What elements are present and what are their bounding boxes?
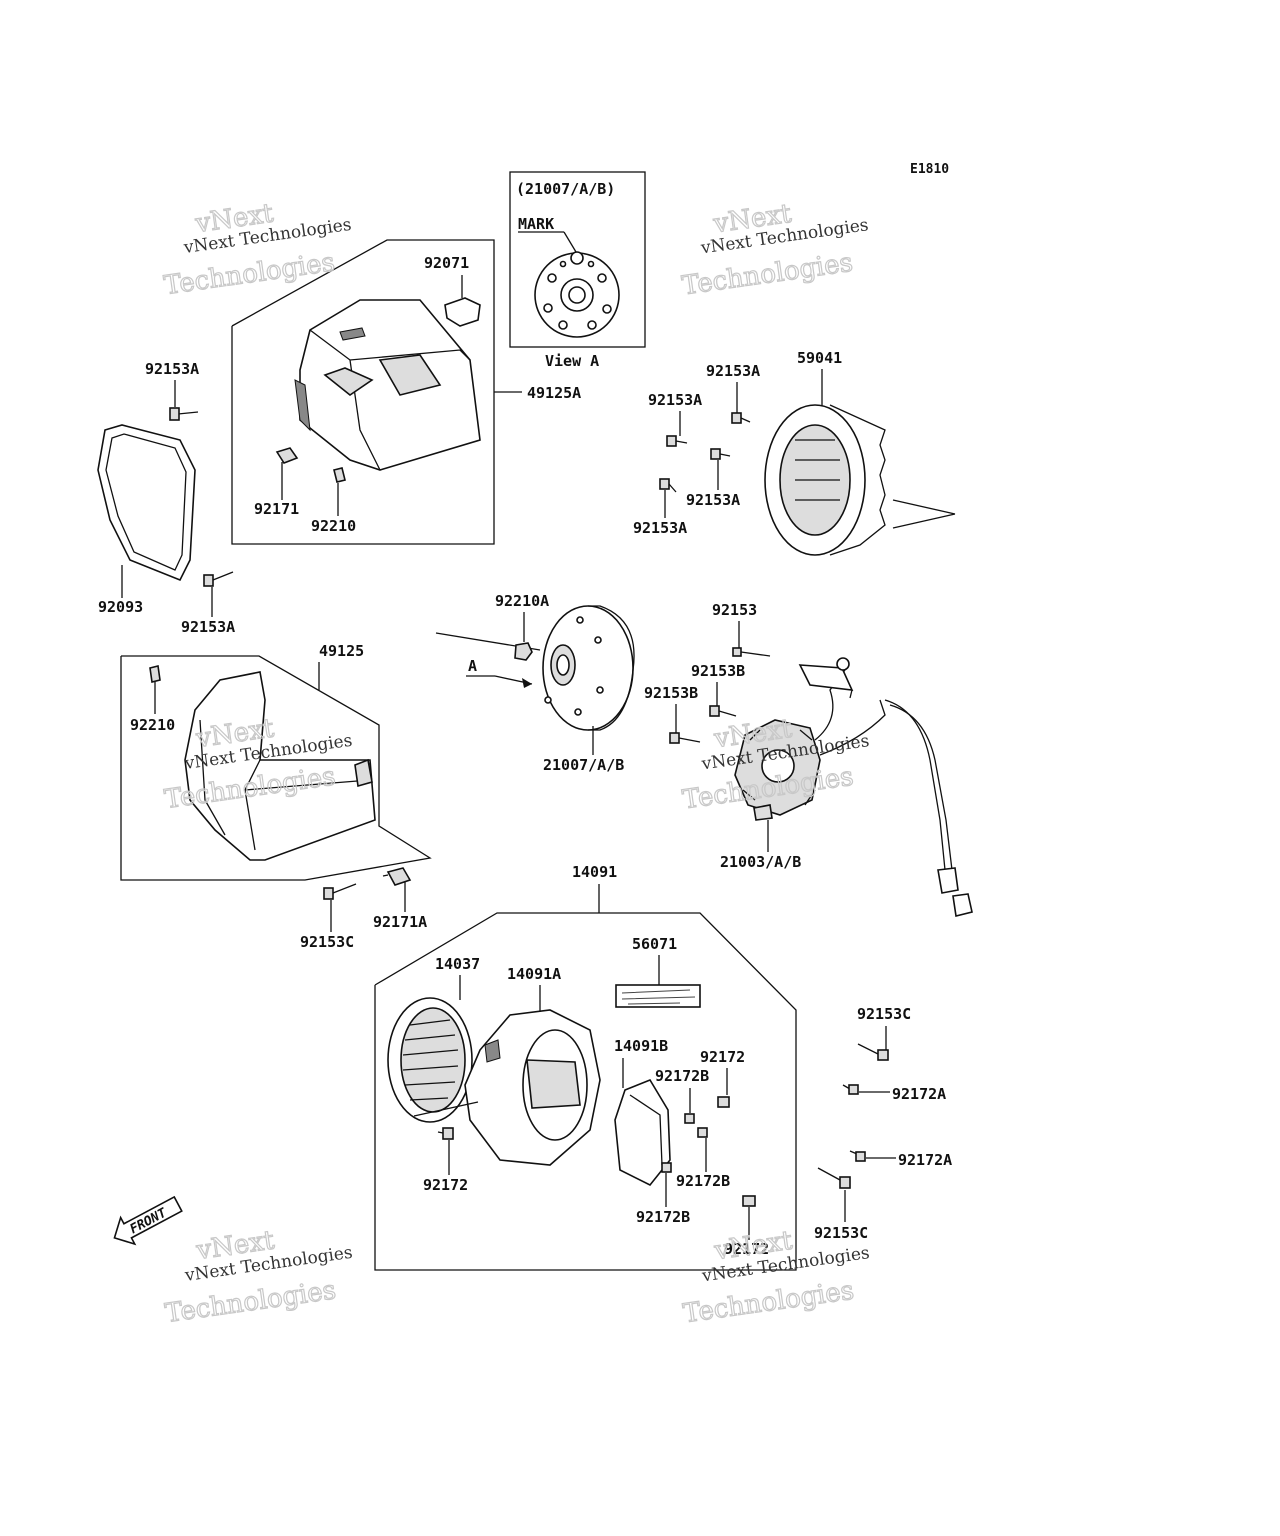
- watermark-mr: vNext vNext Technologies Technologies: [680, 713, 870, 816]
- label-92153A-left-top: 92153A: [145, 360, 199, 378]
- stator-icon: [734, 719, 821, 821]
- label-92153C-left: 92153C: [300, 933, 354, 951]
- label-92153C-r2: 92153C: [814, 1224, 868, 1242]
- bolt-icon: [817, 1167, 851, 1189]
- bolt-icon: [666, 435, 688, 447]
- label-92153: 92153: [712, 601, 757, 619]
- diagram-code: E1810: [910, 162, 949, 177]
- bolt-icon: [849, 1150, 866, 1162]
- cover-frame: [374, 912, 797, 1271]
- bolt-icon: [731, 412, 751, 424]
- detail-box-caption: View A: [545, 352, 599, 370]
- stator-group: 92153 92153B 92153B 21003/A/B: [644, 601, 973, 917]
- label-92153A-r2: 92153A: [648, 391, 702, 409]
- bolt-icon: [717, 1096, 730, 1108]
- clip-icon: [149, 665, 161, 683]
- label-92153A-r4: 92153A: [633, 519, 687, 537]
- flywheel-face-icon: [534, 251, 620, 338]
- mark-leader: [563, 231, 577, 253]
- label-14037: 14037: [435, 955, 480, 973]
- upper-shroud-group: 92071 49125A 92171 92210: [231, 239, 581, 545]
- label-plate-icon: [615, 984, 701, 1008]
- label-92172B-a: 92172B: [655, 1067, 709, 1085]
- label-92171A: 92171A: [373, 913, 427, 931]
- view-pointer: A: [468, 657, 477, 675]
- label-92210-top: 92210: [311, 517, 356, 535]
- flywheel-group: 92210A A 21007/A/B: [435, 592, 635, 774]
- bolt-icon: [710, 448, 731, 460]
- label-92153A-r1: 92153A: [706, 362, 760, 380]
- label-21003: 21003/A/B: [720, 853, 801, 871]
- bolt-icon: [684, 1113, 695, 1124]
- label-59041: 59041: [797, 349, 842, 367]
- label-14091: 14091: [572, 863, 617, 881]
- clip-icon: [275, 447, 346, 483]
- bolt-icon: [203, 571, 234, 587]
- watermark-tl: vNext vNext Technologies Technologies: [162, 198, 353, 302]
- right-bolts-group: 92153C 92172A 92172A 92153C: [814, 1005, 952, 1242]
- label-21007: 21007/A/B: [543, 756, 624, 774]
- label-92093: 92093: [98, 598, 143, 616]
- label-92172-c: 92172: [724, 1240, 769, 1258]
- detail-box: (21007/A/B) MARK View A: [509, 171, 646, 370]
- label-14091A: 14091A: [507, 965, 561, 983]
- clip-icon: [382, 867, 412, 886]
- grille-icon: [387, 997, 473, 1123]
- flywheel-icon: [542, 605, 635, 731]
- cover-group: 14091 14037 14091A 56071 14091B: [374, 863, 797, 1271]
- bolt-icon: [323, 883, 357, 900]
- gasket-group: 92093 92153A 92153A: [97, 360, 235, 636]
- watermark-bl: vNext vNext Technologies Technologies: [163, 1225, 354, 1330]
- label-92172B-c: 92172B: [636, 1208, 690, 1226]
- fan-icon: [764, 404, 886, 556]
- label-92153B-1: 92153B: [691, 662, 745, 680]
- shroud-icon: [184, 671, 376, 861]
- label-49125A: 49125A: [527, 384, 581, 402]
- lower-shroud-group: 49125 92210 92153C 92171A: [120, 642, 432, 951]
- bolt-icon: [661, 1162, 672, 1173]
- bolt-icon: [742, 1195, 756, 1207]
- nut-icon: [514, 642, 533, 661]
- label-92172B-b: 92172B: [676, 1172, 730, 1190]
- label-49125: 49125: [319, 642, 364, 660]
- bolt-icon: [709, 705, 737, 717]
- label-92171: 92171: [254, 500, 299, 518]
- shroud-icon: [294, 299, 481, 471]
- bolt-icon: [437, 1127, 454, 1140]
- front-arrow-icon: FRONT: [113, 1195, 183, 1246]
- bolt-icon: [842, 1084, 859, 1095]
- bolt-icon: [697, 1127, 708, 1138]
- label-92172-a: 92172: [423, 1176, 468, 1194]
- label-92153B-2: 92153B: [644, 684, 698, 702]
- bolt-icon: [857, 1043, 889, 1061]
- label-92153C-r1: 92153C: [857, 1005, 911, 1023]
- bolt-icon: [732, 647, 771, 657]
- label-92210-bottom: 92210: [130, 716, 175, 734]
- bolt-icon: [169, 407, 199, 421]
- label-56071: 56071: [632, 935, 677, 953]
- fan-cover-icon: [464, 1009, 601, 1166]
- mark-label: MARK: [518, 215, 554, 233]
- side-cover-icon: [614, 1079, 671, 1187]
- bolt-icon: [669, 732, 701, 744]
- wire-harness-icon: [798, 657, 973, 917]
- bolt-icon: [659, 478, 677, 493]
- fan-group: 59041 92153A 92153A 92153A 92153A: [633, 349, 956, 556]
- detail-box-title: (21007/A/B): [516, 180, 615, 198]
- label-92210A: 92210A: [495, 592, 549, 610]
- detail-box-frame: [509, 171, 646, 348]
- label-92153A-left-bottom: 92153A: [181, 618, 235, 636]
- label-92153A-r3: 92153A: [686, 491, 740, 509]
- label-92172-b: 92172: [700, 1048, 745, 1066]
- lower-shroud-frame: [120, 655, 432, 881]
- cap-icon: [444, 297, 481, 327]
- label-92172A-1: 92172A: [892, 1085, 946, 1103]
- label-92071: 92071: [424, 254, 469, 272]
- label-14091B: 14091B: [614, 1037, 668, 1055]
- label-92172A-2: 92172A: [898, 1151, 952, 1169]
- watermark-tr: vNext vNext Technologies Technologies: [680, 198, 870, 302]
- view-arrow-head: [522, 678, 532, 688]
